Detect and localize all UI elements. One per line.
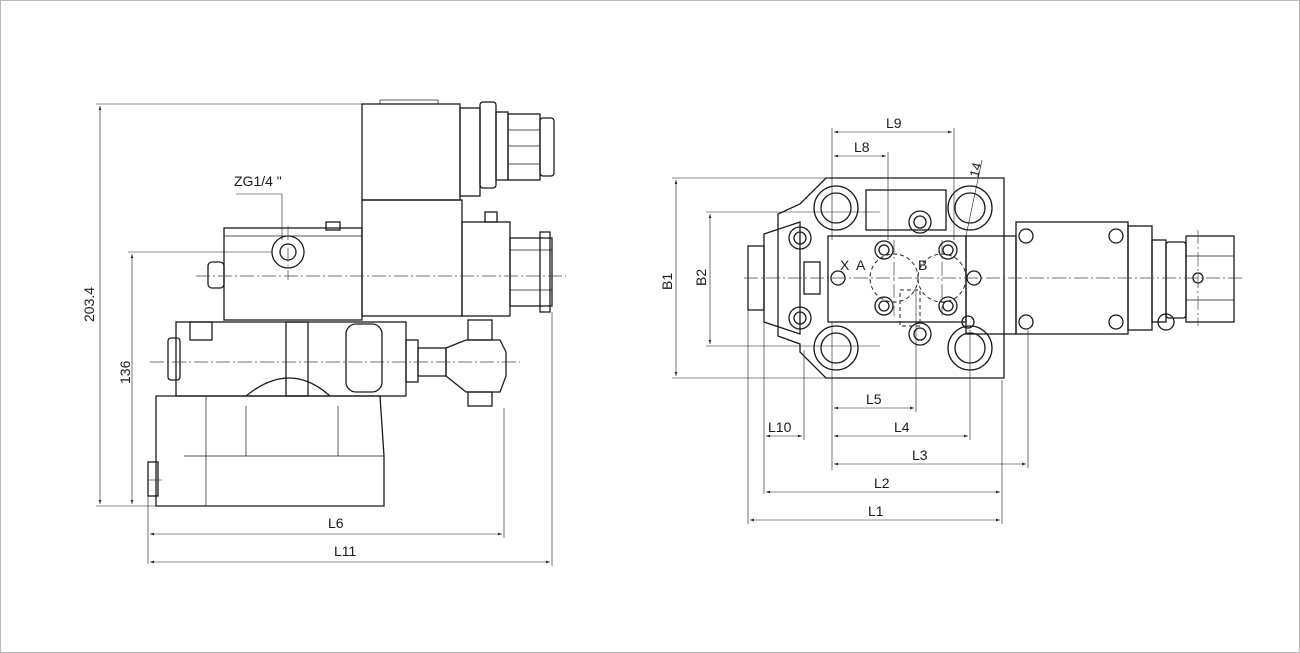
dim-l1-label: L1 bbox=[868, 503, 884, 519]
pilot-block bbox=[223, 227, 363, 321]
port-a-label: A bbox=[856, 257, 866, 273]
dim-l2-label: L2 bbox=[874, 475, 890, 491]
center-height-label: 136 bbox=[117, 360, 133, 384]
dim-l8-label: L8 bbox=[854, 139, 870, 155]
top-view: X A B L9 L8 14 B1 B2 L5 L10 bbox=[659, 115, 1242, 524]
side-view: ZG1/4 " 203.4 136 L6 L11 bbox=[81, 99, 566, 566]
overall-height-label: 203.4 bbox=[81, 287, 97, 322]
dim-l11-label: L11 bbox=[334, 543, 357, 559]
dim-l4-label: L4 bbox=[894, 419, 910, 435]
solenoid-housing bbox=[361, 103, 461, 201]
dim-b1-label: B1 bbox=[659, 273, 675, 290]
dim-l3-label: L3 bbox=[912, 447, 928, 463]
dim-l9-label: L9 bbox=[886, 115, 902, 131]
dim-b2-label: B2 bbox=[693, 269, 709, 286]
dim-l5-label: L5 bbox=[866, 391, 882, 407]
port-b-label: B bbox=[918, 257, 927, 273]
pilot-valve-block bbox=[827, 235, 967, 323]
dim-l10-label: L10 bbox=[768, 419, 792, 435]
port-thread-label: ZG1/4 " bbox=[234, 173, 282, 189]
angle-label: 14 bbox=[966, 161, 984, 179]
port-x-label: X bbox=[840, 257, 850, 273]
main-valve-body bbox=[175, 321, 407, 397]
valve-base bbox=[155, 395, 385, 507]
dim-l6-label: L6 bbox=[328, 515, 344, 531]
